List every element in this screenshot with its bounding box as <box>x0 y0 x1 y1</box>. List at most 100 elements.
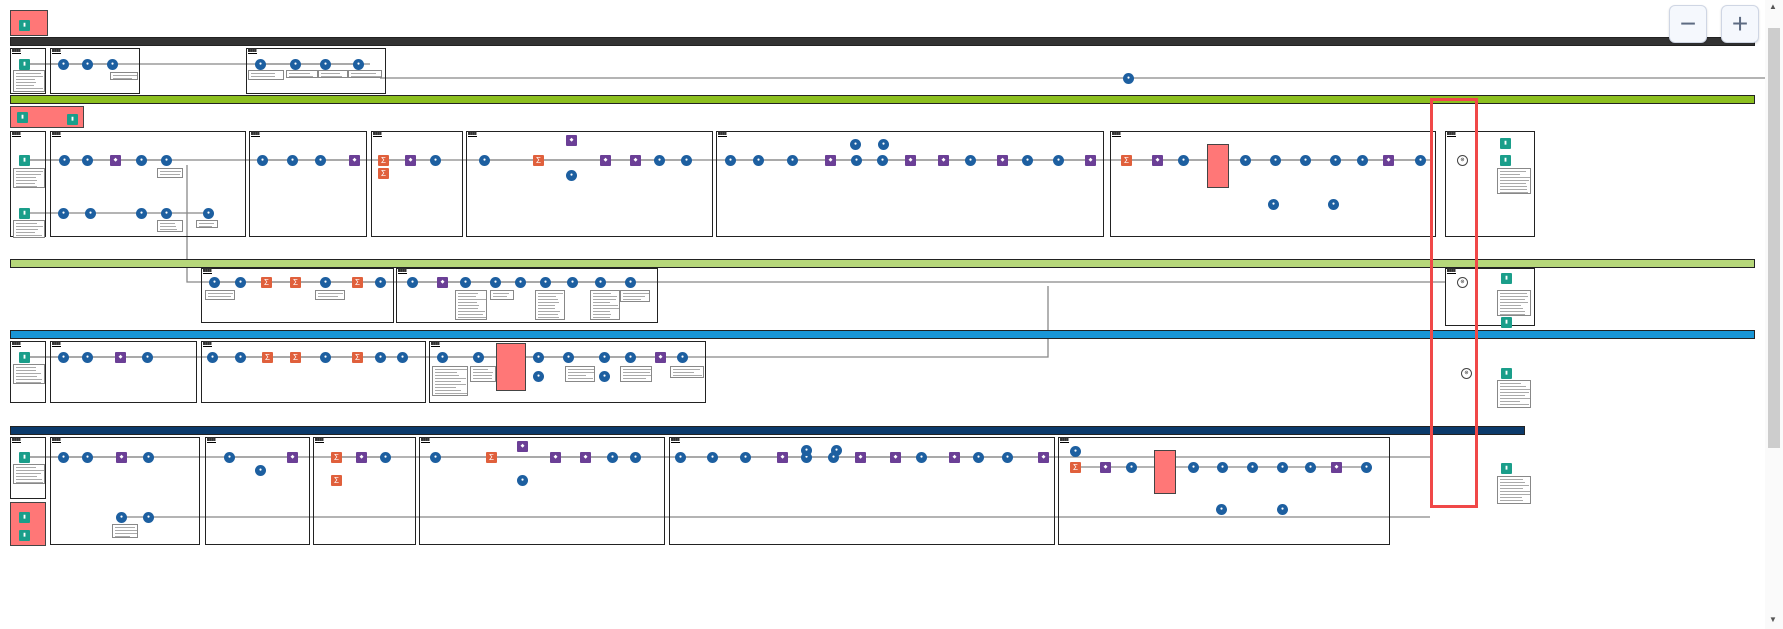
error-tool-highlight[interactable] <box>1207 144 1229 188</box>
formula-tool-icon[interactable]: ● <box>630 452 641 463</box>
formula-tool-icon[interactable]: ● <box>490 277 501 288</box>
formula-tool-icon[interactable]: ● <box>1216 504 1227 515</box>
summarize-tool-icon[interactable]: Σ <box>378 168 389 179</box>
formula-tool-icon[interactable]: ● <box>1328 199 1339 210</box>
formula-tool-icon[interactable]: ● <box>143 512 154 523</box>
tool-container[interactable]: ████ <box>249 131 367 237</box>
tool-container[interactable]: ████ <box>371 131 463 237</box>
join-tool-icon[interactable]: ◆ <box>655 352 666 363</box>
formula-tool-icon[interactable]: ● <box>375 352 386 363</box>
formula-tool-icon[interactable]: ● <box>1277 462 1288 473</box>
formula-tool-icon[interactable]: ● <box>290 59 301 70</box>
summarize-tool-icon[interactable]: Σ <box>290 352 301 363</box>
formula-tool-icon[interactable]: ● <box>1361 462 1372 473</box>
formula-tool-icon[interactable]: ● <box>595 277 606 288</box>
join-tool-icon[interactable]: ◆ <box>890 452 901 463</box>
formula-tool-icon[interactable]: ● <box>1415 155 1426 166</box>
formula-tool-icon[interactable]: ● <box>375 277 386 288</box>
formula-tool-icon[interactable]: ● <box>1300 155 1311 166</box>
summarize-tool-icon[interactable]: Σ <box>331 475 342 486</box>
formula-tool-icon[interactable]: ● <box>407 277 418 288</box>
formula-tool-icon[interactable]: ● <box>320 352 331 363</box>
data-io-tool-icon[interactable]: ▮ <box>1500 138 1511 149</box>
join-tool-icon[interactable]: ◆ <box>938 155 949 166</box>
formula-tool-icon[interactable]: ● <box>540 277 551 288</box>
formula-tool-icon[interactable]: ● <box>801 445 812 456</box>
formula-tool-icon[interactable]: ● <box>515 277 526 288</box>
formula-tool-icon[interactable]: ● <box>58 352 69 363</box>
formula-tool-icon[interactable]: ● <box>599 371 610 382</box>
formula-tool-icon[interactable]: ● <box>460 277 471 288</box>
formula-tool-icon[interactable]: ● <box>707 452 718 463</box>
formula-tool-icon[interactable]: ● <box>82 352 93 363</box>
formula-tool-icon[interactable]: ● <box>1022 155 1033 166</box>
tool-container[interactable]: ████ <box>50 341 197 403</box>
join-tool-icon[interactable]: ◆ <box>580 452 591 463</box>
join-tool-icon[interactable]: ◆ <box>110 155 121 166</box>
formula-tool-icon[interactable]: ● <box>973 452 984 463</box>
join-tool-icon[interactable]: ◆ <box>287 452 298 463</box>
formula-tool-icon[interactable]: ● <box>567 277 578 288</box>
formula-tool-icon[interactable]: ● <box>725 155 736 166</box>
formula-tool-icon[interactable]: ● <box>566 170 577 181</box>
join-tool-icon[interactable]: ◆ <box>777 452 788 463</box>
data-io-tool-icon[interactable]: ▮ <box>1501 368 1512 379</box>
join-tool-icon[interactable]: ◆ <box>550 452 561 463</box>
formula-tool-icon[interactable]: ● <box>315 155 326 166</box>
section-band[interactable] <box>10 37 1755 46</box>
formula-tool-icon[interactable]: ● <box>1305 462 1316 473</box>
data-io-tool-icon[interactable]: ▮ <box>19 155 30 166</box>
formula-tool-icon[interactable]: ● <box>850 139 861 150</box>
formula-tool-icon[interactable]: ● <box>916 452 927 463</box>
formula-tool-icon[interactable]: ● <box>142 352 153 363</box>
join-tool-icon[interactable]: ◆ <box>405 155 416 166</box>
formula-tool-icon[interactable]: ● <box>207 352 218 363</box>
formula-tool-icon[interactable]: ● <box>107 59 118 70</box>
formula-tool-icon[interactable]: ● <box>397 352 408 363</box>
summarize-tool-icon[interactable]: Σ <box>352 277 363 288</box>
formula-tool-icon[interactable]: ● <box>599 352 610 363</box>
formula-tool-icon[interactable]: ● <box>320 277 331 288</box>
formula-tool-icon[interactable]: ● <box>136 208 147 219</box>
summarize-tool-icon[interactable]: Σ <box>352 352 363 363</box>
summarize-tool-icon[interactable]: Σ <box>262 352 273 363</box>
summarize-tool-icon[interactable]: Σ <box>290 277 301 288</box>
data-io-tool-icon[interactable]: ▮ <box>19 512 30 523</box>
selection-highlight[interactable] <box>1430 98 1478 508</box>
formula-tool-icon[interactable]: ● <box>675 452 686 463</box>
data-io-tool-icon[interactable]: ▮ <box>1501 273 1512 284</box>
join-tool-icon[interactable]: ◆ <box>566 135 577 146</box>
formula-tool-icon[interactable]: ● <box>235 352 246 363</box>
formula-tool-icon[interactable]: ● <box>257 155 268 166</box>
scroll-down-arrow-icon[interactable]: ▼ <box>1769 615 1777 624</box>
formula-tool-icon[interactable]: ● <box>161 155 172 166</box>
join-tool-icon[interactable]: ◆ <box>356 452 367 463</box>
formula-tool-icon[interactable]: ● <box>255 465 266 476</box>
formula-tool-icon[interactable]: ● <box>533 371 544 382</box>
formula-tool-icon[interactable]: ● <box>851 155 862 166</box>
formula-tool-icon[interactable]: ● <box>1002 452 1013 463</box>
formula-tool-icon[interactable]: ● <box>1126 462 1137 473</box>
tool-container[interactable]: ████ <box>419 437 665 545</box>
formula-tool-icon[interactable]: ● <box>1053 155 1064 166</box>
summarize-tool-icon[interactable]: Σ <box>331 452 342 463</box>
formula-tool-icon[interactable]: ● <box>255 59 266 70</box>
formula-tool-icon[interactable]: ● <box>430 452 441 463</box>
formula-tool-icon[interactable]: ● <box>320 59 331 70</box>
formula-tool-icon[interactable]: ● <box>161 208 172 219</box>
join-tool-icon[interactable]: ◆ <box>600 155 611 166</box>
formula-tool-icon[interactable]: ● <box>287 155 298 166</box>
summarize-tool-icon[interactable]: Σ <box>378 155 389 166</box>
formula-tool-icon[interactable]: ● <box>1240 155 1251 166</box>
formula-tool-icon[interactable]: ● <box>787 155 798 166</box>
summarize-tool-icon[interactable]: Σ <box>533 155 544 166</box>
formula-tool-icon[interactable]: ● <box>1270 155 1281 166</box>
formula-tool-icon[interactable]: ● <box>677 352 688 363</box>
formula-tool-icon[interactable]: ● <box>1247 462 1258 473</box>
data-io-tool-icon[interactable]: ▮ <box>19 352 30 363</box>
formula-tool-icon[interactable]: ● <box>136 155 147 166</box>
error-tool-highlight[interactable] <box>496 343 526 391</box>
formula-tool-icon[interactable]: ● <box>877 155 888 166</box>
tool-container[interactable]: ████ <box>201 341 426 403</box>
formula-tool-icon[interactable]: ● <box>82 155 93 166</box>
